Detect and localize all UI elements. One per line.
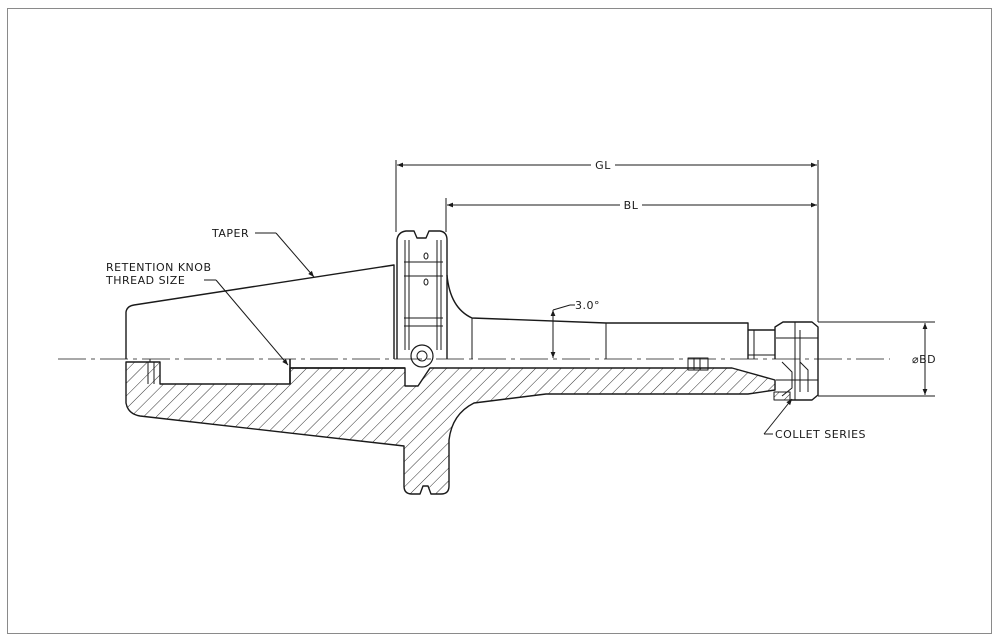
drawing-frame xyxy=(7,8,992,634)
bl-label: BL xyxy=(624,199,639,212)
section-hatch xyxy=(125,361,776,495)
retention-knob-label: RETENTION KNOB xyxy=(106,261,211,274)
angle-label: 3.0° xyxy=(575,299,600,312)
body-upper xyxy=(446,274,749,359)
gl-label: GL xyxy=(595,159,611,172)
collet-leader xyxy=(763,398,793,435)
bd-label: ⌀BD xyxy=(912,353,936,366)
collet-series-label: COLLET SERIES xyxy=(775,428,866,441)
taper-label: TAPER xyxy=(211,227,249,240)
taper-leader xyxy=(275,232,315,278)
retention-leader xyxy=(215,279,289,366)
flange xyxy=(396,230,448,359)
thread-size-label: THREAD SIZE xyxy=(105,274,185,287)
taper-outline xyxy=(125,264,395,359)
collet-nut xyxy=(774,321,819,401)
